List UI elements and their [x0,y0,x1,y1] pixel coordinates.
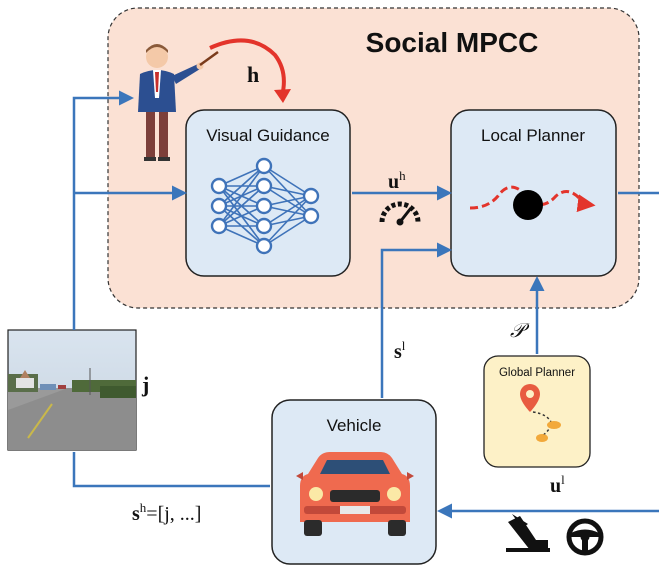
s-l-symbol: sl [394,338,406,363]
pedals-icon [506,514,550,552]
steering-wheel-icon [566,518,604,556]
p-symbol: 𝒫 [510,320,530,342]
connections [72,90,659,519]
h-arrowhead [274,89,291,103]
teacher-icon [138,44,219,161]
vehicle-label: Vehicle [327,416,382,435]
s-h-expression: sh=[j, ...] [132,500,201,525]
j-symbol: j [141,372,149,397]
neural-network-icon [210,157,320,255]
diagram-title: Social MPCC [366,27,539,58]
h-symbol: h [247,62,259,87]
car-icon [296,452,414,536]
road-photo [7,329,137,451]
arrow-vehicle-to-local-planner [380,242,452,398]
u-l-symbol: ul [550,472,565,497]
global-planner-label: Global Planner [499,367,575,379]
visual-guidance-label: Visual Guidance [206,126,330,145]
trajectory-icon [469,185,596,220]
global-planner-block[interactable]: Global Planner [483,355,591,468]
u-h-symbol: uh [388,168,406,193]
map-pin-icon [520,384,561,442]
arrow-photo-to-teacher [72,90,134,330]
h-guidance-arrow [209,38,286,97]
local-planner-label: Local Planner [481,126,585,145]
arrow-vehicle-to-photo [72,452,270,488]
speedometer-icon [379,201,421,226]
